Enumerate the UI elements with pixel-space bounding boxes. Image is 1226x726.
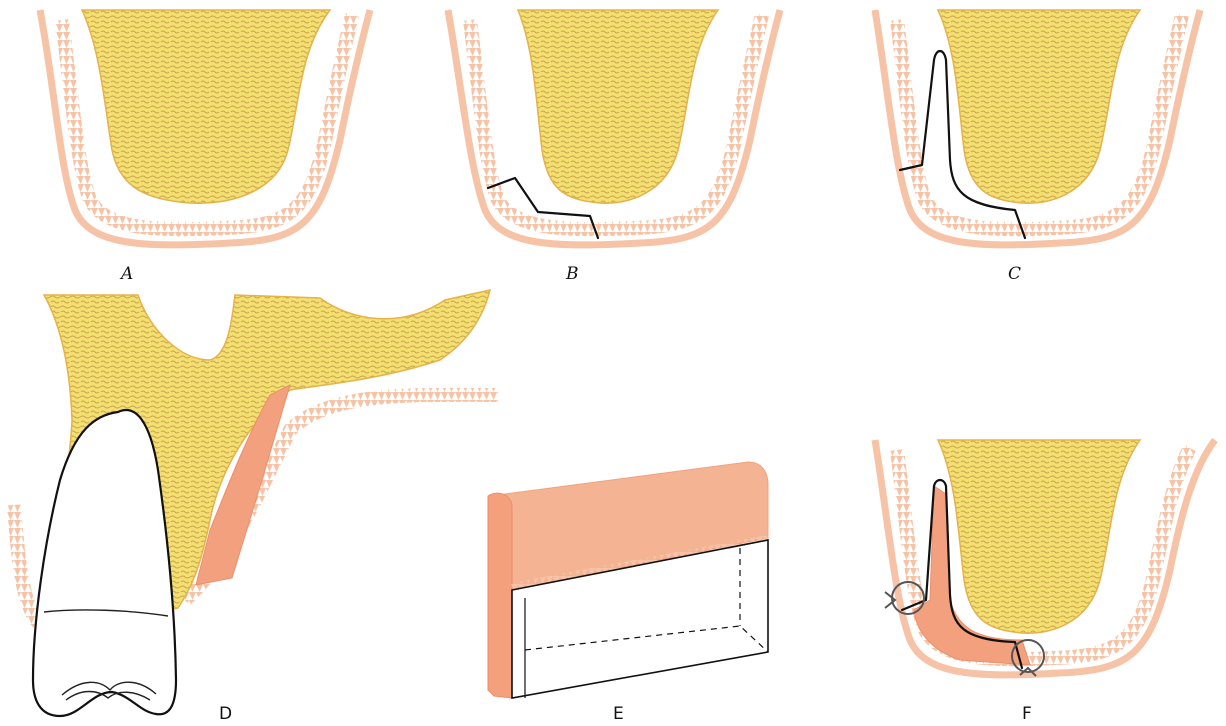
panel-label-d: D — [219, 704, 232, 724]
panel-label-a: A — [119, 264, 133, 284]
panel-f: F — [875, 440, 1215, 724]
panel-label-f: F — [1022, 704, 1032, 724]
panel-c: C — [875, 10, 1200, 284]
panel-e: E — [488, 462, 768, 724]
panel-label-b: B — [565, 264, 579, 284]
tooth-outline — [33, 410, 176, 716]
panel-b: B — [448, 10, 780, 284]
panel-d: D — [14, 290, 498, 724]
panel-label-e: E — [613, 704, 624, 724]
panel-a: A — [40, 10, 370, 284]
panel-label-c: C — [1008, 264, 1021, 284]
